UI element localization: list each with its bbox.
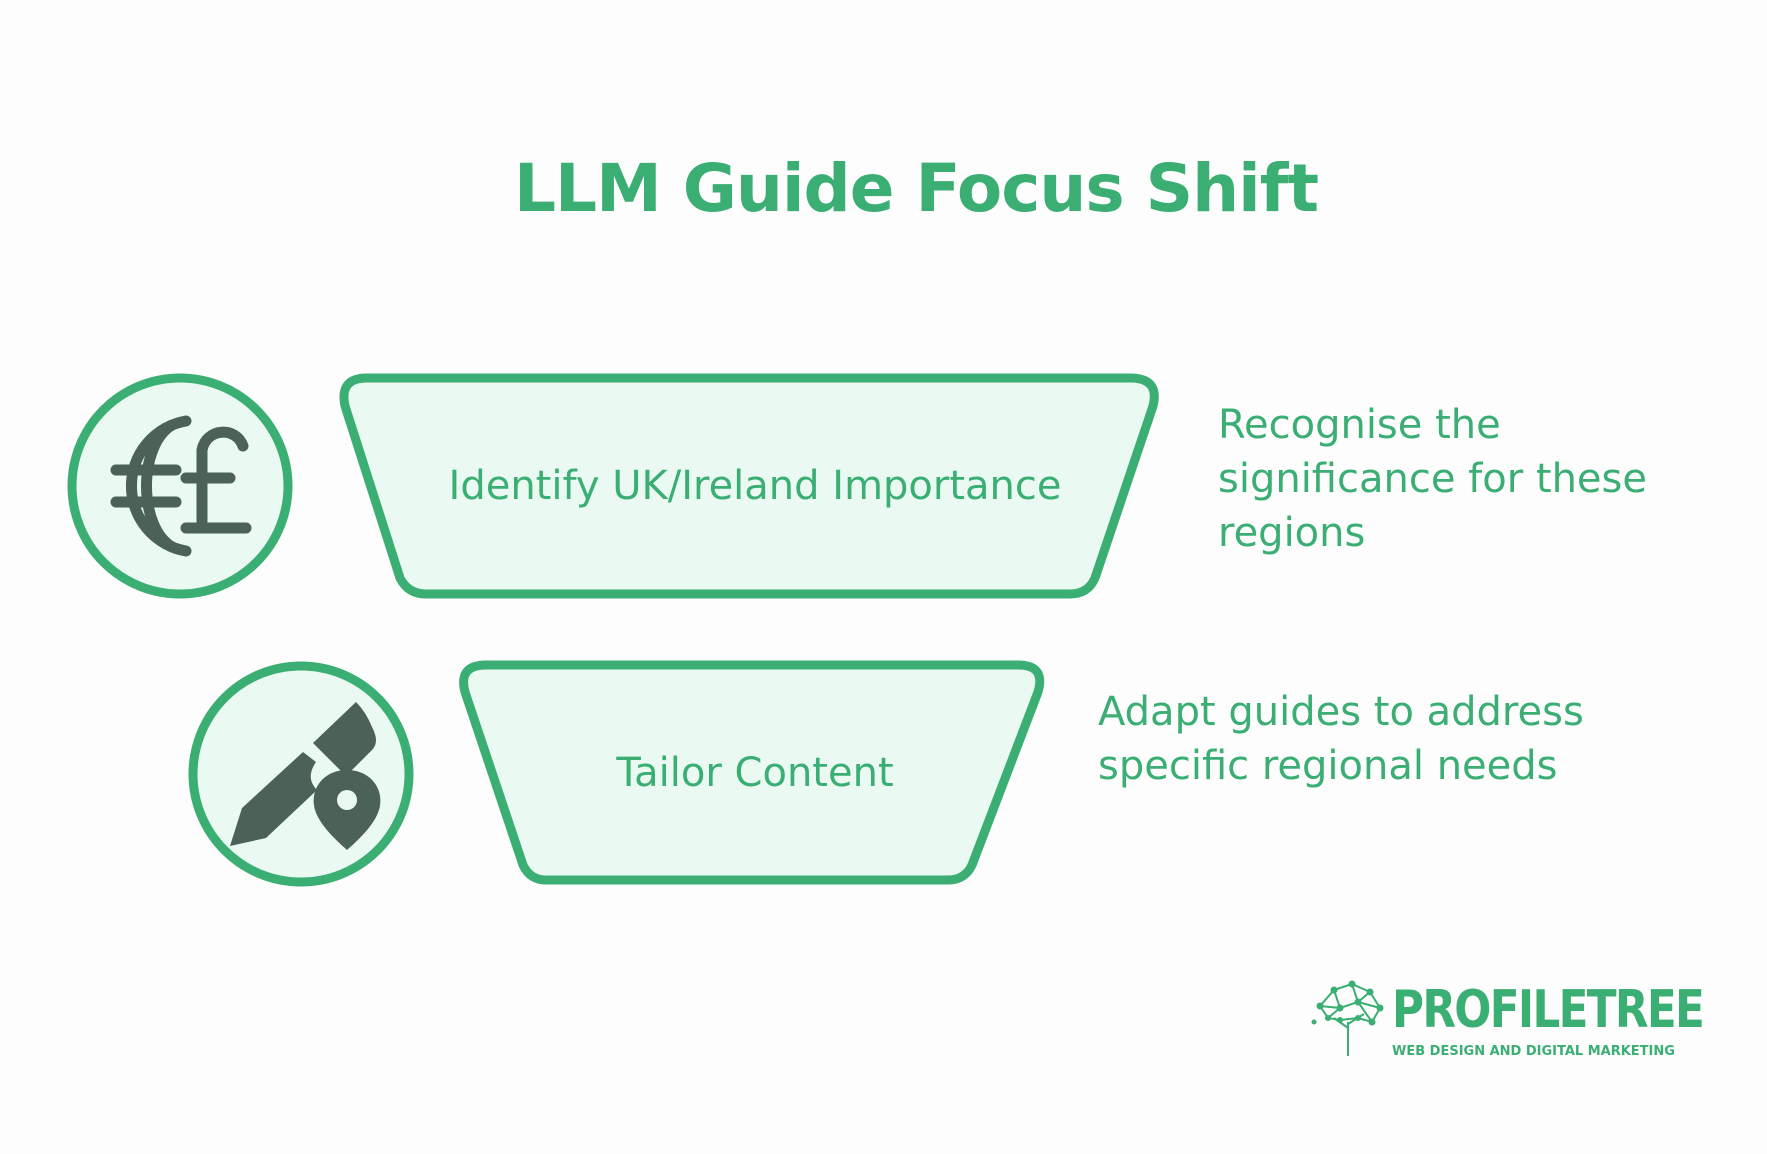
stage-2-description: Adapt guides to address specific regiona… xyxy=(1098,685,1584,793)
description-line: specific regional needs xyxy=(1098,743,1558,789)
diagram-title: LLM Guide Focus Shift xyxy=(513,150,1319,227)
funnel-stage-1-shape xyxy=(339,373,1159,599)
icon-circle-2 xyxy=(188,661,414,887)
logo-wordmark: PROFILETREE xyxy=(1392,980,1705,1040)
funnel-stage-2-label: Tailor Content xyxy=(616,750,894,796)
tree-network-icon xyxy=(1311,980,1384,1056)
pen-location-icon xyxy=(230,702,381,850)
description-line: Adapt guides to address xyxy=(1098,689,1584,735)
logo-tagline: WEB DESIGN AND DIGITAL MARKETING xyxy=(1392,1044,1675,1059)
description-line: Recognise the xyxy=(1218,402,1501,448)
profiletree-logo: PROFILETREE WEB DESIGN AND DIGITAL MARKE… xyxy=(1310,978,1705,1059)
description-line: regions xyxy=(1218,510,1366,556)
description-line: significance for these xyxy=(1218,456,1647,502)
funnel-stage-2-shape xyxy=(459,660,1045,885)
funnel-stage-1-label: Identify UK/Ireland Importance xyxy=(448,463,1062,509)
globe-pound-icon xyxy=(110,415,252,557)
stage-1-description: Recognise the significance for these reg… xyxy=(1218,398,1647,560)
icon-circle-1 xyxy=(67,373,293,599)
